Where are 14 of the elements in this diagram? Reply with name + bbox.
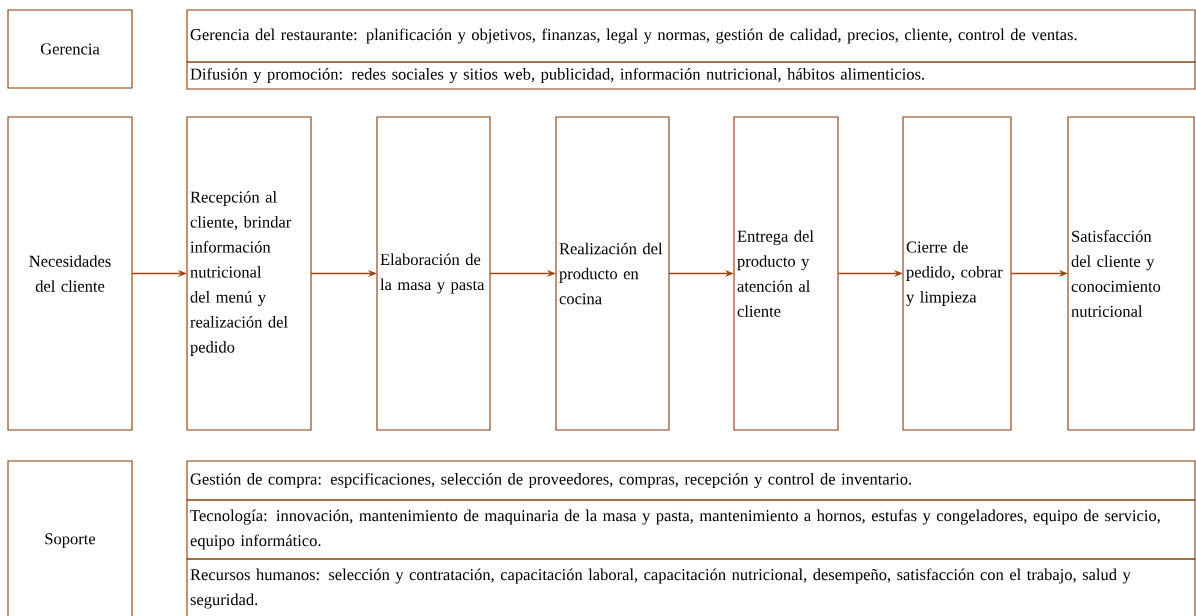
table-row: Recursos humanos: selección y contratación, capacitación laboral, capacitación nutricional, desempeño, satisfacción con el trabajo, salud y seguridad. <box>186 558 1196 616</box>
heading-box: Gerencia <box>7 9 133 89</box>
table-row: Difusión y promoción: redes sociales y sitios web, publicidad, información nutricional, hábitos alimenticios. <box>186 61 1196 90</box>
process-box: Satisfacción del cliente y conocimiento nutricional <box>1067 116 1195 431</box>
process-box: Elaboración de la masa y pasta <box>376 116 491 431</box>
process-box: Entrega del producto y atención al cliente <box>733 116 839 431</box>
process-box: Necesidades del cliente <box>7 116 133 431</box>
table-row: Gestión de compra: espcificaciones, selección de proveedores, compras, recepción y control de inventario. <box>186 460 1196 501</box>
heading-box: Soporte <box>7 460 133 616</box>
process-box: Recepción al cliente, brindar información nutricional del menú y realización del pedido <box>186 116 312 431</box>
process-box: Cierre de pedido, cobrar y limpieza <box>902 116 1012 431</box>
process-box: Realización del producto en cocina <box>555 116 670 431</box>
table-row: Tecnología: innovación, mantenimiento de maquinaria de la masa y pasta, mantenimiento a hornos, estufas y congeladores, equipo de servicio, equipo informático. <box>186 499 1196 560</box>
table-row: Gerencia del restaurante: planificación y objetivos, finanzas, legal y normas, gestión de calidad, precios, cliente, control de ventas. <box>186 9 1196 63</box>
